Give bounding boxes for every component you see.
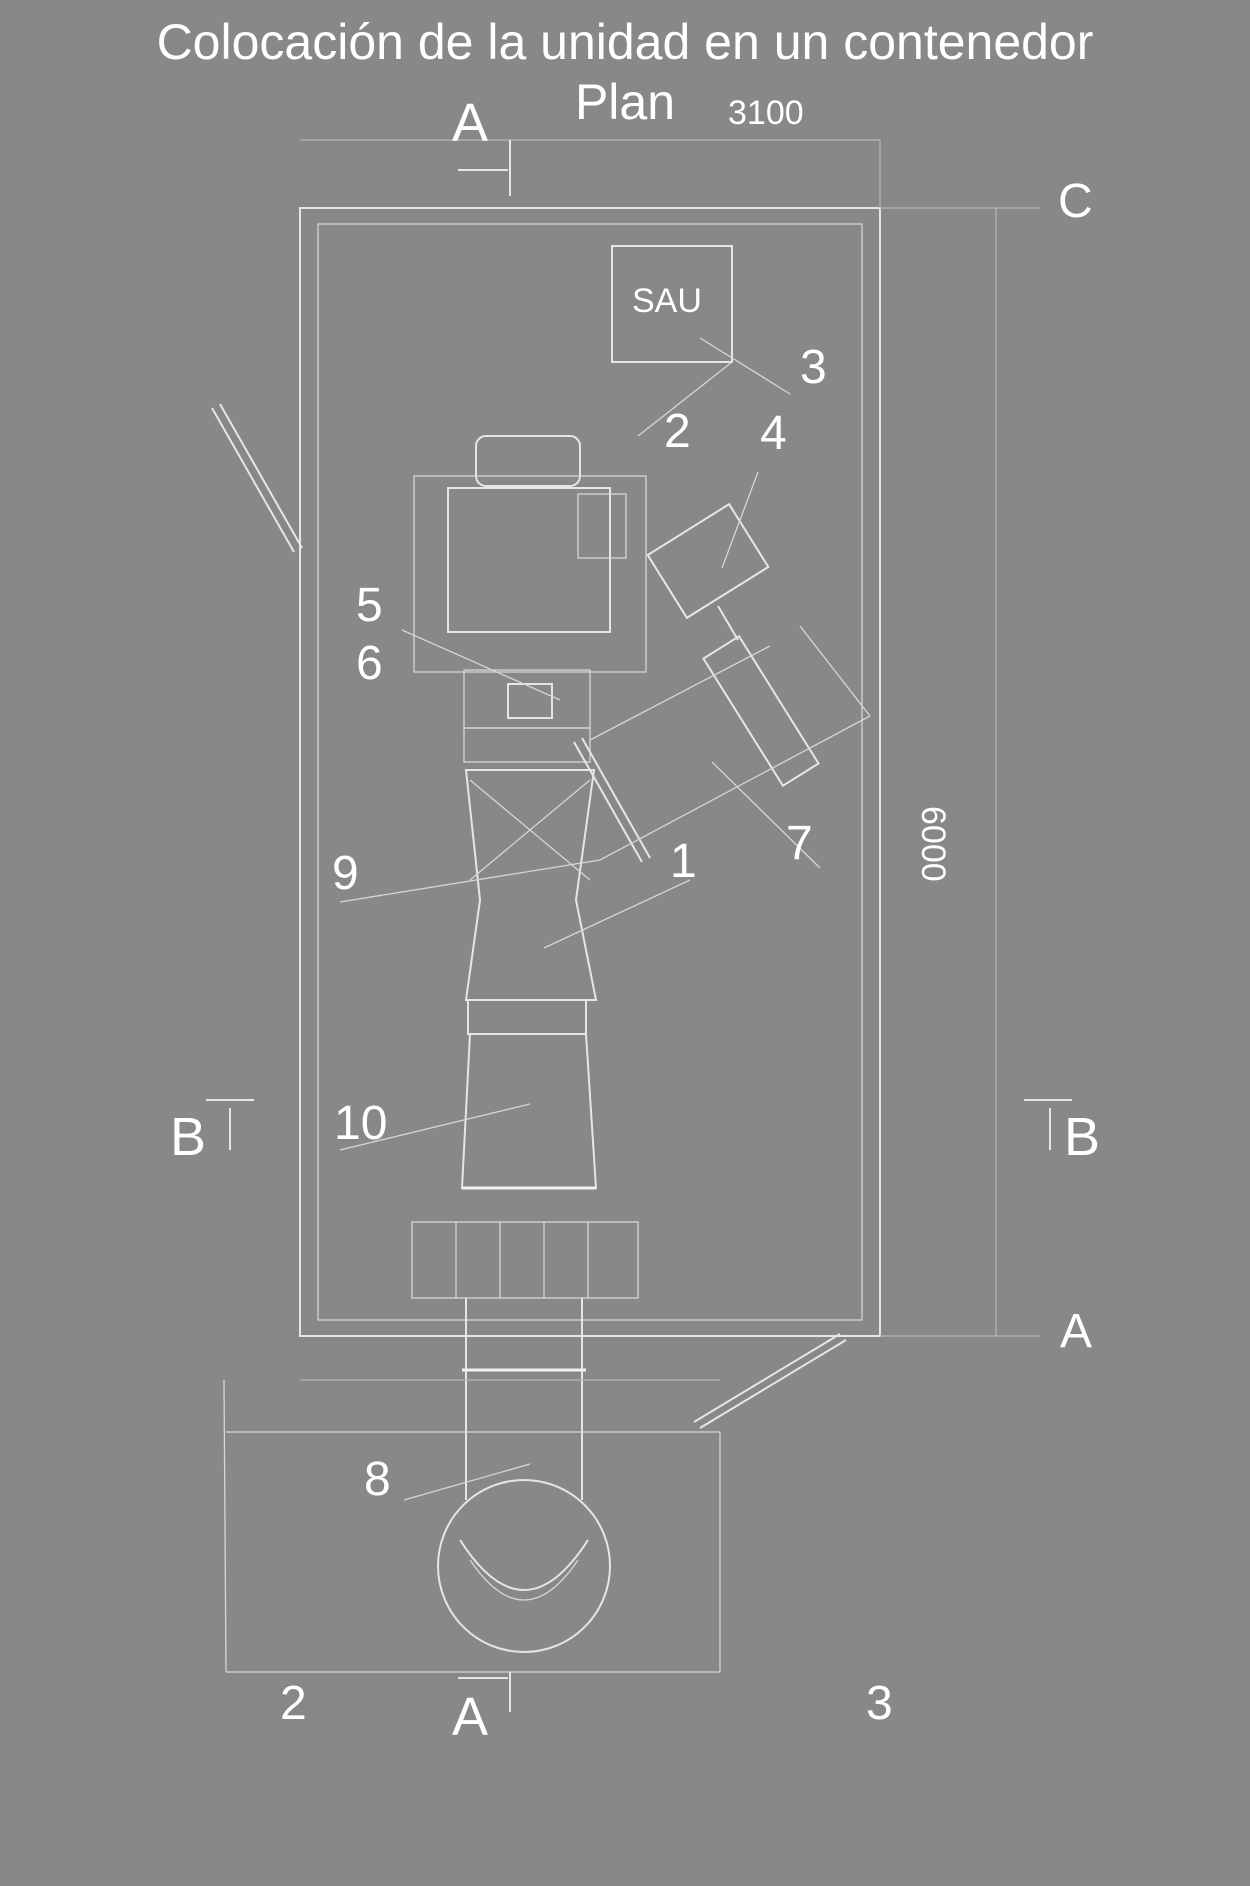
callout-7: 7: [786, 817, 813, 870]
pump-flange: [467, 999, 587, 1035]
section-mark-a-right: A: [1060, 1305, 1093, 1358]
axis-label-right: 3: [866, 1677, 893, 1730]
section-mark-b-left: B: [170, 1107, 207, 1167]
callout-3: 3: [800, 341, 827, 394]
leader-9: [339, 859, 601, 903]
pump-casing: [464, 769, 598, 1001]
duct-elbow-outer: [437, 1479, 611, 1653]
section-mark-a-bottom: A: [452, 1687, 489, 1747]
drawing-title: Colocación de la unidad en un contenedor: [156, 14, 1094, 70]
duct-elbow-inner: [459, 1539, 589, 1591]
axis-label-left: 2: [280, 1677, 307, 1730]
leader-5: [401, 629, 561, 701]
callout-1: 1: [670, 835, 697, 888]
leader-7: [711, 761, 821, 869]
callout-8: 8: [364, 1453, 391, 1506]
sau-label: SAU: [632, 282, 702, 320]
width-dimension: 3100: [728, 94, 804, 132]
callout-6: 6: [356, 637, 383, 690]
section-mark-b-right: B: [1064, 1107, 1101, 1167]
gate-valve-body: [702, 634, 820, 788]
foundation-left: [223, 1379, 227, 1673]
gate-valve-actuator: [646, 502, 770, 620]
side-door-left: [211, 407, 295, 553]
leader-8: [403, 1463, 531, 1501]
branch-pipe-bottom: [599, 715, 871, 861]
callout-5: 5: [356, 579, 383, 632]
leader-10: [339, 1103, 531, 1151]
valve-stem: [717, 605, 739, 641]
motor-terminal-box: [577, 493, 627, 559]
end-door-right-edge: [699, 1339, 847, 1429]
callout-9: 9: [332, 847, 359, 900]
container-inner-wall: [317, 223, 863, 1321]
branch-pipe-top: [589, 645, 771, 741]
callout-2: 2: [664, 405, 691, 458]
pump-casing-diagonal-2: [469, 779, 591, 881]
drawing-subtitle: Plan: [574, 74, 676, 130]
coupling: [507, 683, 553, 719]
leader-1: [543, 879, 691, 949]
branch-pipe-break: [799, 625, 871, 717]
callout-4: 4: [760, 407, 787, 460]
sau-cabinet: [611, 245, 733, 363]
leader-3: [699, 337, 791, 395]
bearing-block: [463, 727, 591, 763]
silencer: [411, 1221, 639, 1299]
duct-elbow-inner-2: [469, 1559, 579, 1601]
motor-frame: [413, 475, 647, 673]
length-dimension: 6000: [914, 806, 952, 882]
leader-4: [721, 471, 759, 569]
side-door-left-edge: [219, 403, 303, 549]
bypass-damper: [573, 741, 643, 863]
bypass-damper-edge: [581, 737, 651, 859]
container-outer-wall: [299, 207, 881, 1337]
coupling-housing: [463, 669, 591, 729]
leader-2: [637, 361, 733, 437]
callout-10: 10: [334, 1097, 388, 1150]
motor-body: [447, 487, 611, 633]
end-door-right: [693, 1333, 841, 1423]
motor-fan: [475, 435, 581, 487]
outlet-diffuser: [460, 1033, 598, 1189]
section-mark-a-top: A: [452, 93, 489, 153]
section-mark-c: C: [1058, 175, 1093, 228]
